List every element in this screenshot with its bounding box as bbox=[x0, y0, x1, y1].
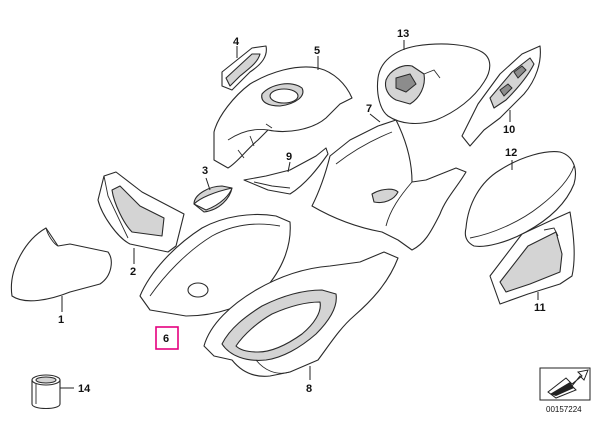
callout-6: 6 bbox=[163, 333, 169, 345]
callout-14: 14 bbox=[78, 383, 91, 395]
part-2-headlight-frame[interactable] bbox=[97, 171, 185, 253]
part-14-cylinder[interactable] bbox=[31, 374, 61, 410]
callout-3: 3 bbox=[202, 165, 208, 177]
part-3-small-cover[interactable] bbox=[193, 185, 233, 213]
part-11-rear-tray[interactable] bbox=[489, 211, 575, 305]
reference-number: 00157224 bbox=[546, 405, 582, 414]
part-4-trim-strip[interactable] bbox=[221, 45, 267, 91]
reference-symbol bbox=[539, 367, 591, 401]
callout-4: 4 bbox=[233, 36, 240, 48]
callout-9: 9 bbox=[286, 151, 292, 163]
part-8-lower-panel[interactable] bbox=[203, 251, 399, 377]
part-7-side-fairing[interactable] bbox=[311, 119, 467, 251]
callout-8: 8 bbox=[306, 383, 312, 395]
callout-1: 1 bbox=[58, 314, 64, 326]
part-5-tank-cover[interactable] bbox=[213, 66, 353, 169]
part-9-trim-piece[interactable] bbox=[243, 147, 329, 195]
callout-5: 5 bbox=[314, 45, 320, 57]
part-10-rear-bracket[interactable] bbox=[461, 45, 541, 147]
callout-10: 10 bbox=[503, 124, 515, 136]
callout-2: 2 bbox=[130, 266, 136, 278]
callout-6-highlight-box bbox=[155, 326, 179, 350]
callout-12: 12 bbox=[505, 147, 517, 159]
callout-13: 13 bbox=[397, 28, 409, 40]
callout-11: 11 bbox=[534, 302, 546, 314]
part-13-tail-cap[interactable] bbox=[376, 43, 491, 125]
callout-7: 7 bbox=[366, 103, 372, 115]
part-12-seat-pad[interactable] bbox=[464, 151, 577, 247]
part-1-front-cover[interactable] bbox=[10, 227, 112, 302]
